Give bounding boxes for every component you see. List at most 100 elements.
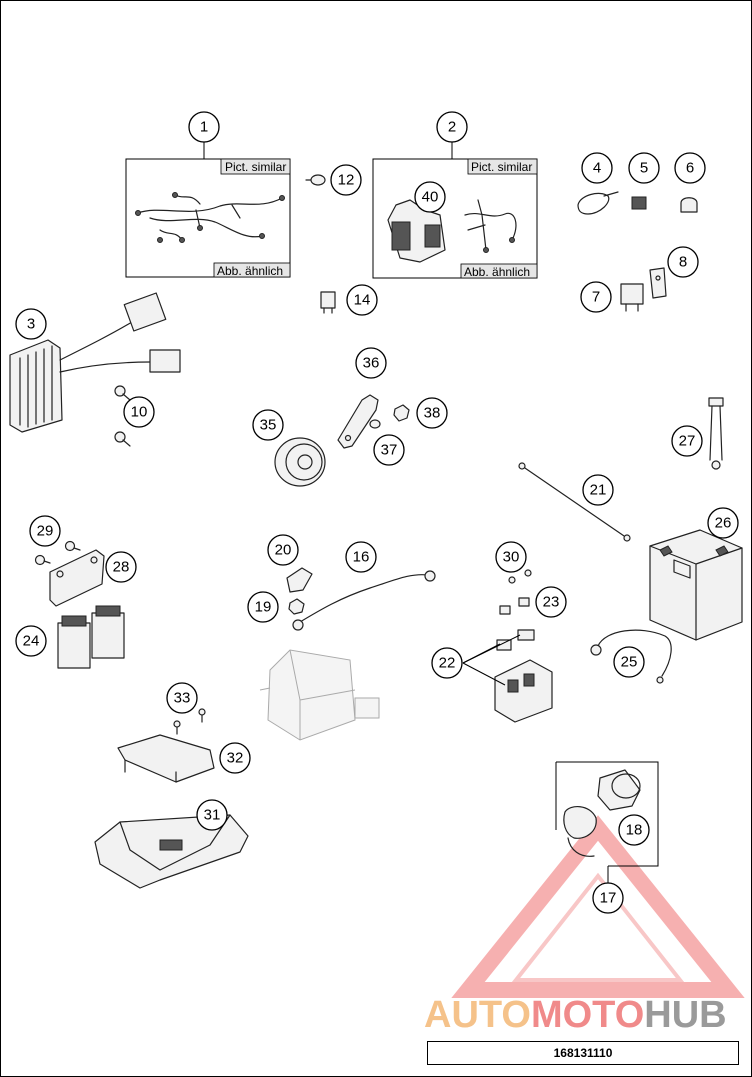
box-2-bottom-label: Abb. ähnlich	[464, 265, 530, 279]
svg-text:19: 19	[255, 599, 272, 616]
svg-text:26: 26	[715, 515, 732, 532]
callout-12: 12	[330, 164, 362, 196]
small-relay-part	[320, 291, 336, 314]
watermark-part-3: HUB	[644, 994, 726, 1036]
svg-text:35: 35	[260, 417, 277, 434]
clamp-part	[680, 197, 698, 213]
callout-14: 14	[346, 284, 378, 316]
cable-tie-part	[577, 191, 619, 215]
svg-text:23: 23	[543, 594, 560, 611]
cable-boot-part	[286, 567, 313, 593]
svg-text:29: 29	[37, 523, 54, 540]
svg-text:28: 28	[113, 559, 130, 576]
svg-text:6: 6	[686, 160, 694, 177]
screw-pair-part	[34, 540, 81, 566]
svg-text:20: 20	[275, 542, 292, 559]
voltage-regulator-part	[9, 292, 181, 433]
callout-27: 27	[671, 425, 703, 457]
watermark-logo	[451, 815, 745, 998]
nut-part	[393, 404, 410, 422]
callout-22: 22	[431, 647, 463, 679]
diagram-number: 168131110	[427, 1041, 739, 1065]
svg-text:36: 36	[363, 355, 380, 372]
svg-text:25: 25	[621, 654, 638, 671]
svg-text:3: 3	[27, 316, 35, 333]
bulb-part	[305, 174, 326, 186]
callout-7: 7	[580, 281, 612, 313]
callout-1: 1	[188, 111, 220, 143]
svg-text:16: 16	[353, 549, 370, 566]
callout-4: 4	[581, 152, 613, 184]
callout-8: 8	[667, 246, 699, 278]
box-2-top-label: Pict. similar	[471, 160, 532, 174]
callout-37: 37	[373, 434, 405, 466]
svg-text:8: 8	[679, 254, 687, 271]
bracket-harness-drawing	[387, 199, 517, 263]
ecu-bracket-part	[117, 734, 215, 783]
washer-part	[369, 419, 381, 429]
starter-relay-pair-part	[57, 605, 125, 669]
callout-25: 25	[613, 646, 645, 678]
starter-nut-part	[288, 598, 305, 615]
callout-6: 6	[674, 152, 706, 184]
box-1-bottom-label: Abb. ähnlich	[217, 264, 283, 278]
svg-text:30: 30	[503, 549, 520, 566]
svg-text:24: 24	[23, 633, 40, 650]
callout-32: 32	[219, 742, 251, 774]
relay-bracket-part	[49, 549, 105, 607]
callout-28: 28	[105, 551, 137, 583]
wiring-harness-drawing	[135, 192, 285, 243]
horn-part	[274, 437, 326, 487]
callout-40: 40	[414, 181, 446, 213]
fuse-part	[499, 597, 530, 615]
connector-cover-box	[555, 761, 659, 885]
fuse-puller-part	[708, 397, 724, 470]
screw-part	[114, 385, 131, 447]
svg-text:17: 17	[600, 890, 617, 907]
wiring-harness-box: Pict. similar Abb. ähnlich	[125, 158, 291, 278]
watermark-part-1: AUTO	[424, 994, 531, 1036]
ground-cable-part	[518, 462, 631, 542]
watermark-text: AUTOMOTOHUB	[424, 994, 727, 1036]
callout-35: 35	[252, 409, 284, 441]
svg-text:33: 33	[174, 690, 191, 707]
svg-text:4: 4	[593, 160, 601, 177]
svg-text:22: 22	[439, 655, 456, 672]
horn-bracket-part	[337, 394, 379, 449]
svg-text:18: 18	[626, 822, 643, 839]
watermark-part-2: MOTO	[531, 994, 644, 1036]
clip-part	[631, 196, 647, 210]
svg-text:12: 12	[338, 172, 355, 189]
callout-36: 36	[355, 347, 387, 379]
callout-23: 23	[535, 586, 567, 618]
relay-part	[620, 283, 644, 312]
callout-2: 2	[436, 111, 468, 143]
callout-3: 3	[15, 308, 47, 340]
svg-text:21: 21	[590, 482, 607, 499]
box-1-top-label: Pict. similar	[225, 160, 286, 174]
tray-screws-part	[173, 708, 206, 735]
callout-33: 33	[166, 682, 198, 714]
callout-5: 5	[628, 152, 660, 184]
callout-26: 26	[707, 507, 739, 539]
battery-cable-part	[590, 629, 672, 684]
callout-20: 20	[267, 534, 299, 566]
starter-motor-ghost	[259, 649, 380, 741]
callout-38: 38	[416, 397, 448, 429]
relay-holder-part	[649, 267, 667, 299]
svg-text:5: 5	[640, 160, 648, 177]
svg-text:27: 27	[679, 433, 696, 450]
callout-18: 18	[618, 814, 650, 846]
callout-17: 17	[592, 882, 624, 914]
fuse-screws-part	[508, 569, 532, 584]
starter-cable-part	[292, 570, 436, 631]
svg-text:1: 1	[200, 119, 208, 136]
svg-text:37: 37	[381, 442, 398, 459]
svg-text:7: 7	[592, 289, 600, 306]
callout-16: 16	[345, 541, 377, 573]
callout-10: 10	[123, 396, 155, 428]
electronics-tray-part	[94, 814, 249, 889]
svg-text:2: 2	[448, 119, 456, 136]
fuse-box-part	[462, 629, 553, 723]
